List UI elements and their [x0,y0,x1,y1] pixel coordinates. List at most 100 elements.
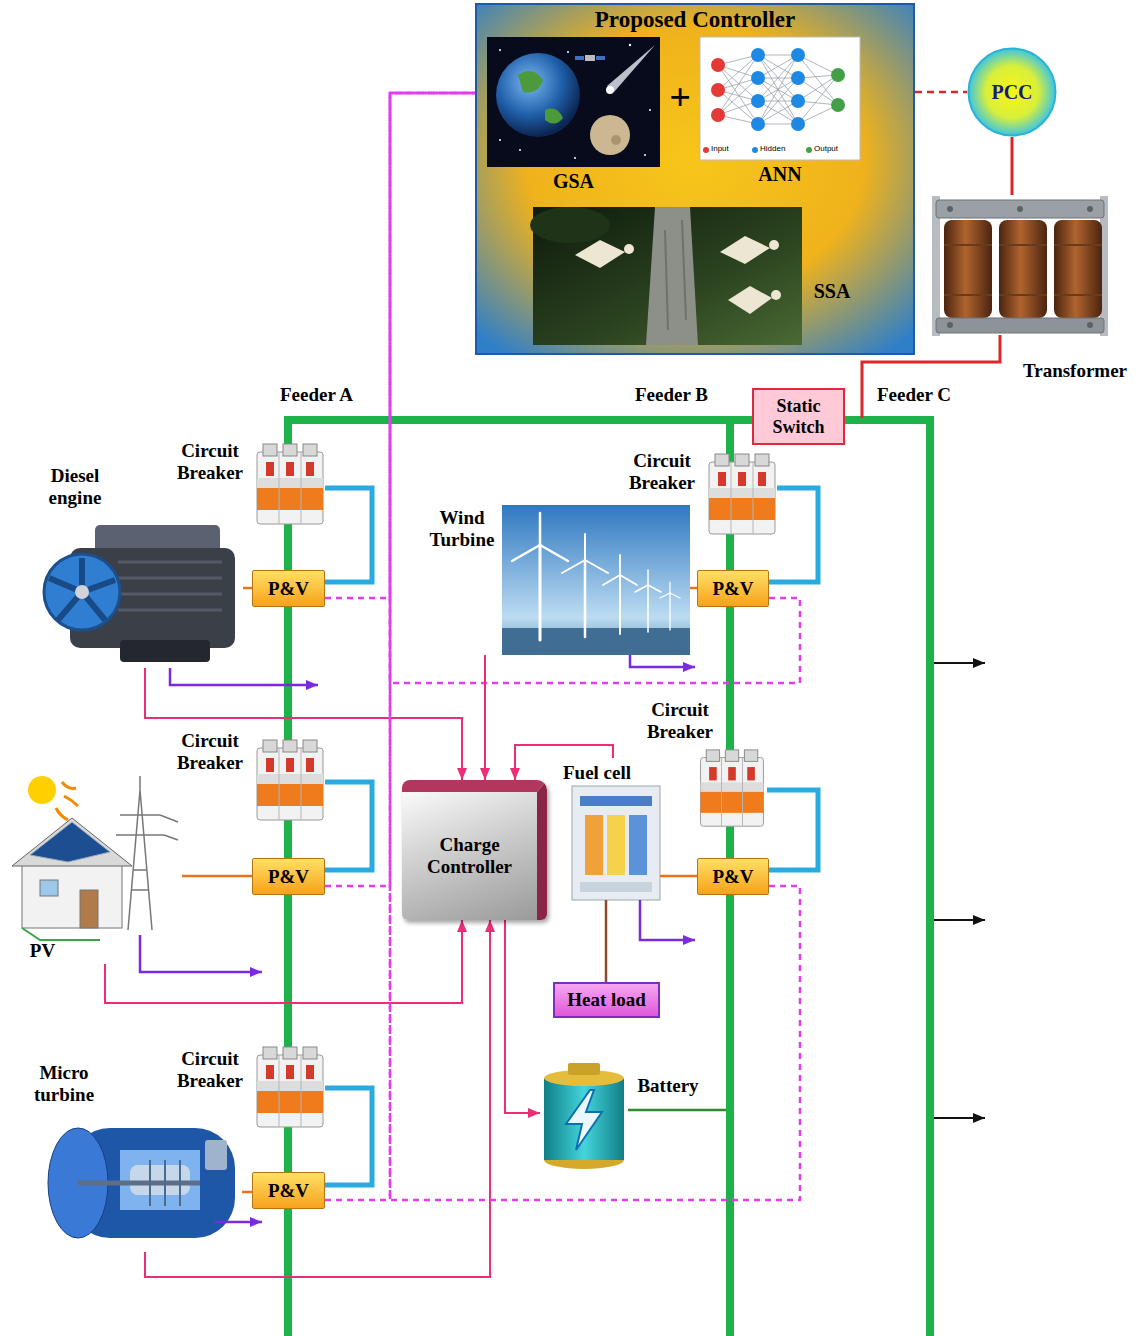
node-label: P&V [256,1180,321,1202]
fuel-cell-picture [629,815,647,875]
ssa-picture [771,290,781,300]
connector [484,655,486,780]
ann-picture [791,71,805,85]
transformer-picture [1017,206,1023,212]
connector [182,875,252,878]
node-label: Proposed Controller [475,7,915,33]
gsa-picture [567,51,569,53]
ann-picture [831,68,845,82]
p-and-v-box: P&V [252,858,325,895]
transformer-picture [947,206,953,212]
pv-house-picture [12,818,132,866]
node-label: Circuit Breaker [168,730,252,774]
pv-array: PV [5,768,182,964]
ann-picture [711,83,725,97]
battery-picture [544,1063,624,1169]
power-wire [862,335,1000,418]
connector [145,668,462,780]
node-label: Micro turbine [25,1062,103,1106]
diesel-engine-picture [49,558,115,620]
gsa-picture [487,37,660,167]
ann-picture [751,71,765,85]
connector [325,93,475,1200]
transformer-picture [944,245,1102,295]
gsa-picture [607,45,655,92]
connector [690,587,697,590]
pv-house-picture [22,862,122,928]
connector [105,920,462,1003]
connector [769,488,818,582]
gsa-image-frame: GSA [487,37,660,195]
pv-house-picture [40,880,58,896]
circle-outline [969,49,1056,136]
ssa-picture [530,207,802,345]
node-label: Fuel cell [552,762,642,784]
node-label: Circuit Breaker [640,699,720,743]
pv-house-picture [56,782,78,820]
ssa-picture [575,240,625,268]
node-label: Static Switch [756,396,841,437]
feeder-label: Feeder B [635,384,708,406]
ann-picture [711,108,725,122]
connector [390,93,800,1200]
charge-controller-box: Charge Controller [402,780,547,920]
power-flow-arrow [140,935,262,972]
ssa-picture [665,220,686,330]
pcc-circle: PCC [967,47,1057,137]
legend-swatch [703,147,709,153]
ssa-picture [646,207,698,345]
gsa-picture [606,86,614,94]
connector [505,920,540,1113]
wind-turbine-picture [603,555,637,585]
ssa-picture [769,240,779,250]
connector [660,875,697,878]
power-bus [288,416,930,1336]
ann-picture [700,37,860,160]
ann-picture [791,48,805,62]
transformer-picture [947,206,1093,328]
fuel-cell-picture [607,815,625,875]
ann-picture [751,48,805,131]
ann-picture [791,117,805,131]
wind-turbine-picture [647,585,649,632]
node-label: Wind Turbine [425,507,499,551]
ann-picture [751,94,765,108]
diesel-engine-picture [75,585,89,599]
fuel-cell-picture [580,796,652,806]
battery-picture [566,1090,602,1150]
gsa-picture [518,71,563,124]
wind-turbine: Wind Turbine [425,505,690,655]
pv-house-picture [116,776,178,930]
wind-turbine-picture [512,513,568,561]
gsa-picture [499,49,501,51]
controller-panel-fill [476,4,914,354]
circuit-breaker-picture [257,444,323,524]
node-label: P&V [256,578,321,600]
power-flow-arrow [934,1117,985,1119]
node-label: P&V [701,578,765,600]
diesel-engine: Diesel engine [38,463,243,668]
connector [243,587,252,590]
wind-turbine-picture [635,570,661,592]
node-label: Circuit Breaker [168,1048,252,1092]
connector [325,1088,372,1185]
pv-house-picture [28,776,56,804]
micro-turbine-picture [78,1181,200,1186]
transformer-picture [1054,220,1102,318]
gsa-picture [574,157,576,159]
node-label: Charge Controller [410,834,530,878]
battery: Battery [540,1063,708,1172]
transformer-picture [936,200,1104,218]
transformer-picture [936,318,1104,333]
node-label: Heat load [557,989,657,1011]
circuit-breaker-picture [257,1047,323,1127]
connector [242,1191,252,1194]
connector [605,900,608,982]
power-flow-arrow [630,655,695,667]
wind-turbine-picture [502,505,690,655]
wind-turbine-picture [512,513,680,640]
ann-image-frame: ANN [700,37,860,187]
ann-picture [831,98,845,112]
